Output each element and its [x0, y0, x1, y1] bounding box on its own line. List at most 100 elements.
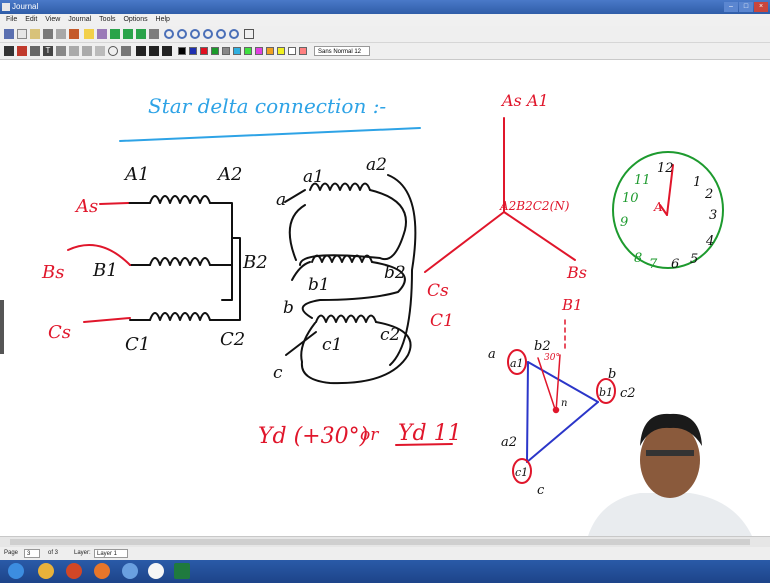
color-yellow-swatch[interactable]: [277, 47, 285, 55]
color-red-swatch[interactable]: [200, 47, 208, 55]
menu-edit[interactable]: Edit: [25, 16, 38, 23]
label-star-right: Bs: [566, 263, 587, 282]
hand-tool-icon[interactable]: [108, 46, 118, 56]
paste-icon[interactable]: [69, 29, 79, 39]
menu-bar: File Edit View Journal Tools Options Hel…: [0, 14, 770, 26]
label-delta-b1: b1: [599, 386, 613, 399]
menu-file[interactable]: File: [6, 16, 18, 23]
journal-canvas[interactable]: Star delta connection :-: [0, 60, 770, 536]
close-button[interactable]: ×: [754, 2, 768, 12]
zoom-width-icon[interactable]: [216, 29, 226, 39]
page-width-icon[interactable]: [149, 29, 159, 39]
minimize-button[interactable]: –: [724, 2, 738, 12]
color-lime-swatch[interactable]: [244, 47, 252, 55]
label-C2: C2: [220, 329, 245, 350]
layer-select[interactable]: Layer 1: [94, 549, 128, 558]
primary-windings: [127, 195, 241, 321]
ruler-icon[interactable]: [121, 46, 131, 56]
horizontal-scrollbar[interactable]: [0, 536, 770, 547]
pen-tool-icon[interactable]: [97, 29, 107, 39]
thin-pen-icon[interactable]: [136, 46, 146, 56]
highlighter-icon[interactable]: [84, 29, 94, 39]
media-icon[interactable]: [148, 563, 164, 579]
zoom-page-icon[interactable]: [203, 29, 213, 39]
color-pink-swatch[interactable]: [299, 47, 307, 55]
color-black-swatch[interactable]: [178, 47, 186, 55]
red-pen-icon[interactable]: [17, 46, 27, 56]
left-resize-handle[interactable]: [0, 300, 4, 354]
fullscreen-icon[interactable]: [244, 29, 254, 39]
label-delta-angle: 30°: [544, 353, 560, 363]
secondary-labels: a1 a2 a b1 b2 b c1 c2 c: [273, 155, 406, 383]
chrome-icon[interactable]: [38, 563, 54, 579]
label-Bs: Bs: [41, 262, 64, 283]
menu-view[interactable]: View: [45, 16, 61, 23]
zoom-custom-icon[interactable]: [229, 29, 239, 39]
maximize-button[interactable]: □: [739, 2, 753, 12]
label-C1: C1: [125, 334, 150, 355]
vertical-space-icon[interactable]: [95, 46, 105, 56]
excel-icon[interactable]: [174, 563, 190, 579]
clock-5: 5: [690, 252, 698, 267]
color-orange-swatch[interactable]: [266, 47, 274, 55]
thick-pen-icon[interactable]: [162, 46, 172, 56]
eraser-icon[interactable]: [30, 46, 40, 56]
delta-phasor: [507, 349, 616, 484]
copy-icon[interactable]: [56, 29, 66, 39]
zoom-in-icon[interactable]: [164, 29, 174, 39]
star-labels: As A1 A2B2C2(N) Bs B1 Cs C1: [427, 91, 587, 331]
new-page-icon[interactable]: [4, 29, 14, 39]
label-delta-n: n: [561, 398, 567, 409]
primary-red-leads: [67, 202, 131, 323]
menu-tools[interactable]: Tools: [99, 16, 116, 23]
heading-text: Star delta connection :-: [148, 94, 386, 118]
color-green-swatch[interactable]: [211, 47, 219, 55]
text-tool-icon[interactable]: T: [43, 46, 53, 56]
open-icon[interactable]: [30, 29, 40, 39]
color-magenta-swatch[interactable]: [255, 47, 263, 55]
delta-red-marks: [537, 319, 566, 414]
color-white-swatch[interactable]: [288, 47, 296, 55]
label-c2: c2: [380, 325, 400, 345]
menu-options[interactable]: Options: [123, 16, 148, 23]
layer-label: Layer:: [74, 550, 91, 556]
label-star-neutral: A2B2C2(N): [499, 199, 570, 213]
label-star-top: As A1: [500, 91, 549, 110]
image-icon[interactable]: [56, 46, 66, 56]
new-icon[interactable]: [17, 29, 27, 39]
medium-pen-icon[interactable]: [149, 46, 159, 56]
start-icon[interactable]: [8, 563, 24, 579]
color-gray-swatch[interactable]: [222, 47, 230, 55]
clock-center-label: A: [653, 200, 663, 214]
color-cyan-swatch[interactable]: [233, 47, 241, 55]
label-A1: A1: [123, 164, 149, 185]
app-icon: [2, 3, 10, 11]
scrollbar-thumb[interactable]: [10, 539, 750, 545]
cut-icon[interactable]: [43, 29, 53, 39]
insert-space-icon[interactable]: [110, 29, 120, 39]
zoom-fit-icon[interactable]: [190, 29, 200, 39]
clock-numbers: 12 1 2 3 4 5 6 7 8 9 10 11 A: [620, 161, 717, 272]
label-b2: b2: [384, 263, 406, 283]
pen-icon[interactable]: [4, 46, 14, 56]
firefox-icon[interactable]: [94, 563, 110, 579]
select-region-icon[interactable]: [82, 46, 92, 56]
journal-icon[interactable]: [122, 563, 138, 579]
clock-3: 3: [709, 208, 717, 223]
page-number-input[interactable]: 3: [24, 549, 40, 558]
menu-help[interactable]: Help: [155, 16, 170, 23]
menu-journal[interactable]: Journal: [68, 16, 92, 23]
zoom-out-icon[interactable]: [177, 29, 187, 39]
back-arrow-icon[interactable]: [123, 29, 133, 39]
color-blue-swatch[interactable]: [189, 47, 197, 55]
select-rect-icon[interactable]: [69, 46, 79, 56]
label-delta-a2: a2: [501, 435, 517, 450]
secondary-windings: [284, 174, 417, 385]
pen-toolbar: T Sans Normal 12: [0, 43, 770, 60]
heading-underline: [119, 127, 421, 142]
powerpoint-icon[interactable]: [66, 563, 82, 579]
forward-arrow-icon[interactable]: [136, 29, 146, 39]
pen-style-select[interactable]: Sans Normal 12: [314, 46, 370, 56]
formula-right: Yd 11: [398, 421, 462, 446]
label-c: c: [273, 363, 283, 383]
